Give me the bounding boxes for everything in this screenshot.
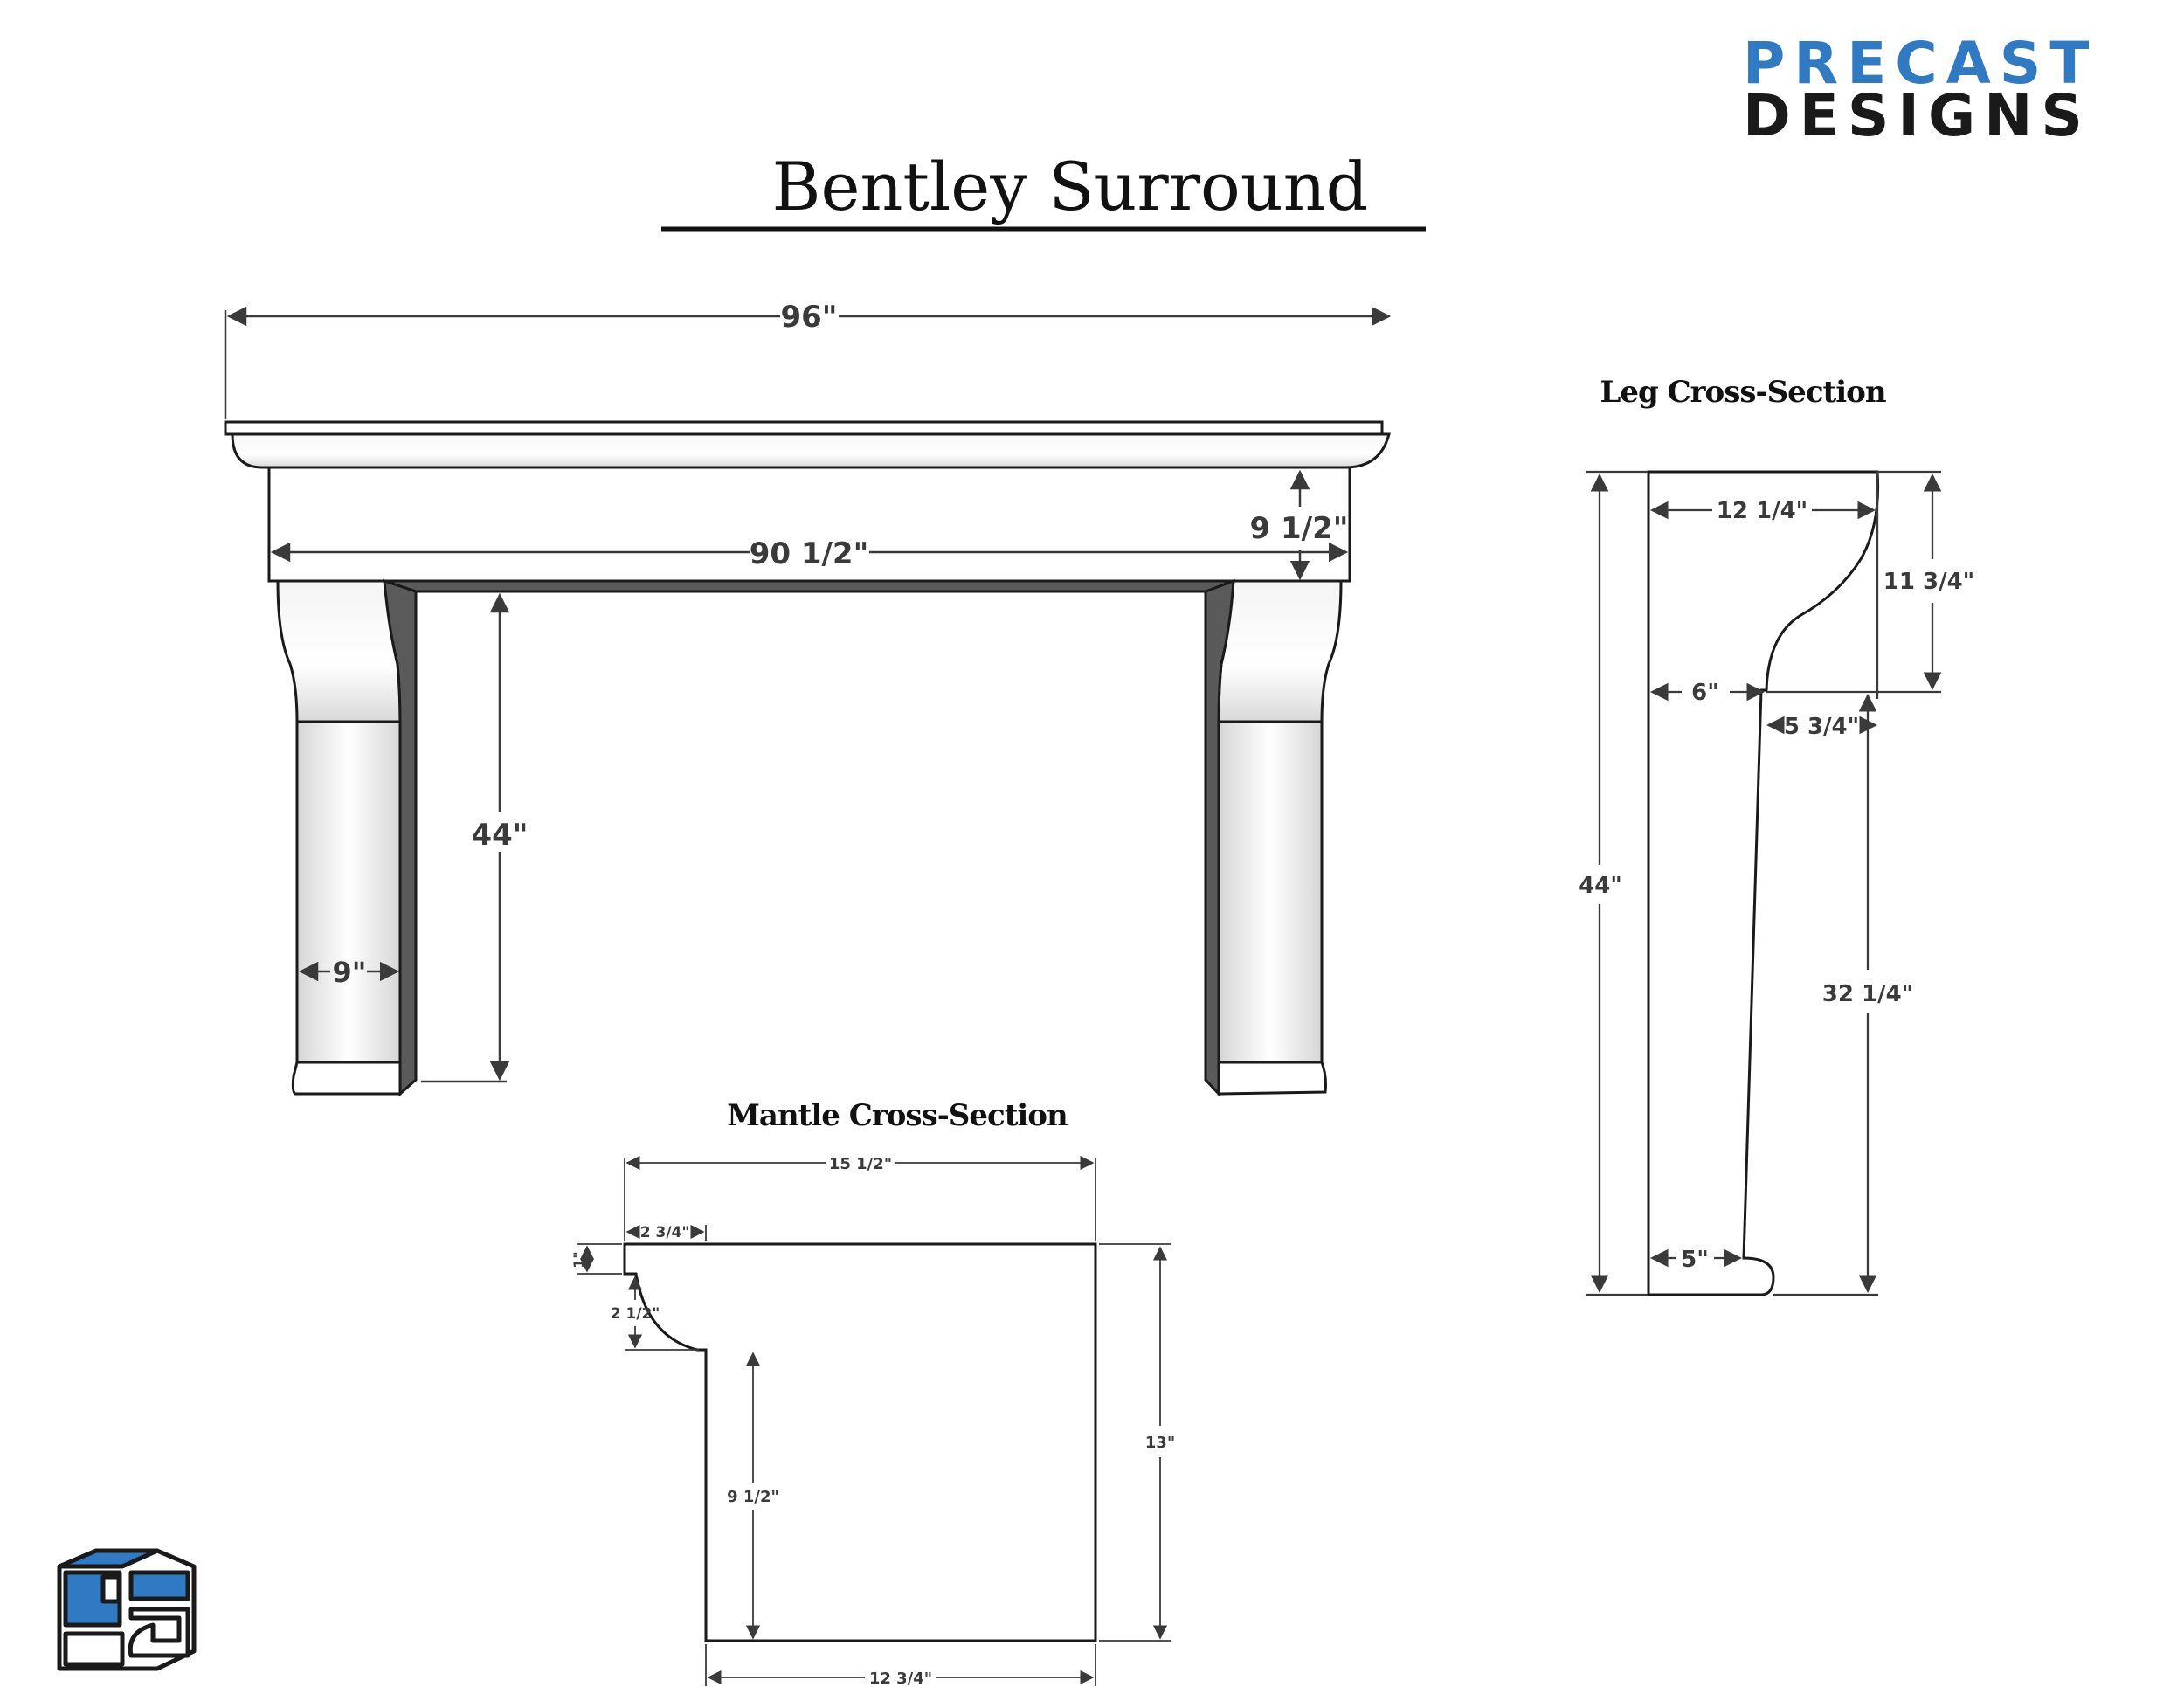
dim-leg-neck-depth: 6" [1691, 680, 1719, 706]
dim-leg-width: 9" [333, 956, 367, 989]
left-leg-plinth [291, 1061, 402, 1096]
dim-frieze-height: 9 1/2" [1250, 511, 1349, 546]
left-leg-shaft [295, 720, 402, 1064]
dim-opening-height: 44" [471, 818, 528, 853]
mantel-cove [231, 432, 1391, 469]
page-title: Bentley Surround [772, 148, 1369, 225]
left-leg-corbel [276, 579, 402, 723]
pd-cube-logo-icon [57, 1548, 197, 1671]
leg-section-title: Leg Cross-Section [1600, 375, 1885, 410]
dim-overall-width: 96" [780, 300, 837, 335]
brand-line-2: DESIGNS [1743, 82, 2091, 149]
front-dimensions [224, 306, 1392, 1083]
dim-leg-lower-height: 32 1/4" [1822, 981, 1913, 1007]
brand-wordmark: PRECAST DESIGNS [1743, 30, 2098, 149]
mantle-section-profile [623, 1242, 1097, 1642]
right-leg-plinth [1217, 1061, 1327, 1096]
dim-mantle-lip-height: 1" [570, 1251, 587, 1268]
dim-leg-top-depth: 12 1/4" [1717, 498, 1807, 524]
left-leg-shadow [383, 578, 418, 1097]
dim-mantle-bottom-depth: 12 3/4" [869, 1670, 932, 1687]
dim-frieze-width: 90 1/2" [750, 536, 869, 571]
dim-leg-curve-height: 11 3/4" [1883, 569, 1974, 595]
leg-section-dimensions [1586, 470, 1942, 1296]
dim-mantle-overhang: 2 3/4" [640, 1224, 689, 1241]
frieze-panel [267, 466, 1351, 583]
right-leg-corbel [1217, 579, 1343, 723]
dim-leg-total-height: 44" [1579, 873, 1622, 899]
brand-line-1: PRECAST [1743, 30, 2098, 97]
right-leg-shadow [1204, 578, 1235, 1097]
dim-leg-foot-depth: 5" [1681, 1247, 1709, 1273]
dim-mantle-overall-depth: 15 1/2" [829, 1155, 892, 1173]
dim-mantle-total-height: 13" [1145, 1434, 1175, 1452]
mantel-shelf [224, 420, 1384, 436]
right-leg-shaft [1217, 720, 1324, 1064]
dim-leg-step-depth: 5 3/4" [1784, 714, 1859, 740]
front-elevation [224, 420, 1391, 1097]
mantle-section-dimensions [577, 1155, 1171, 1686]
opening-shadow-top [384, 579, 1236, 593]
mantle-section-title: Mantle Cross-Section [727, 1098, 1068, 1133]
dim-mantle-frieze-height: 9 1/2" [727, 1488, 779, 1506]
dim-mantle-cove-height: 2 1/2" [611, 1305, 660, 1323]
leg-section-profile [1647, 470, 1880, 1296]
